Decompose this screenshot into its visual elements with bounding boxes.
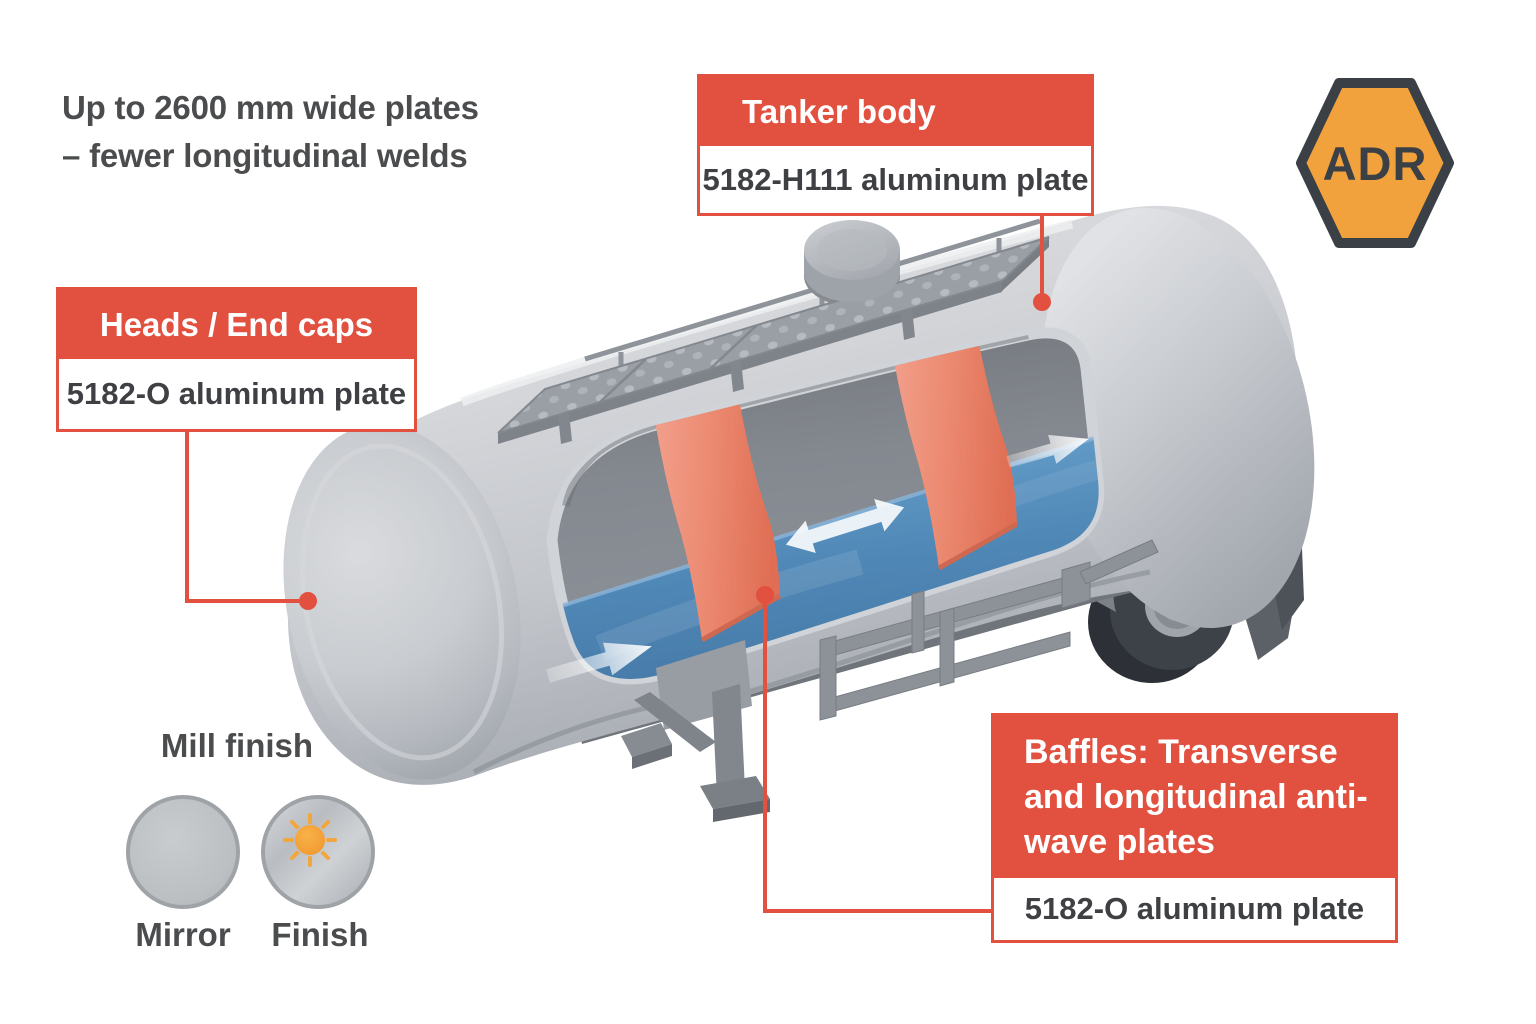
- callout-title: Baffles: Transverse and longitudinal ant…: [994, 716, 1395, 878]
- callout-dots: [299, 293, 1051, 610]
- front-head: [283, 424, 521, 780]
- callout-title: Tanker body: [700, 77, 1091, 146]
- adr-hexagon-icon: [1296, 78, 1454, 248]
- headline: Up to 2600 mm wide plates – fewer longit…: [62, 84, 479, 180]
- adr-badge: ADR: [1296, 78, 1454, 248]
- mill-finish-disc: [126, 795, 240, 909]
- flow-arrow-icon: [1006, 434, 1089, 468]
- rear-head: [1041, 207, 1315, 629]
- callout-material: 5182-O aluminum plate: [1024, 891, 1365, 926]
- headline-line1: Up to 2600 mm wide plates: [62, 89, 479, 126]
- side-guard-rail: [819, 539, 1159, 721]
- finish-legend-heading: Mill finish: [160, 727, 314, 764]
- callout-material: 5182-H111 aluminum plate: [702, 161, 1089, 197]
- catwalk: [497, 218, 1050, 444]
- landing-gear: [621, 640, 770, 822]
- connector-line-heads: [185, 431, 300, 603]
- callout-dot-tanker-body: [1033, 293, 1051, 311]
- callout-dot-baffles: [756, 586, 774, 604]
- headline-line2: – fewer longitudinal welds: [62, 137, 468, 174]
- tank-top-highlight: [460, 219, 1074, 407]
- callout-title: Heads / End caps: [59, 290, 414, 359]
- connector-line-baffles: [763, 596, 991, 913]
- sun-icon: [283, 813, 337, 867]
- callout-tanker-body: Tanker body 5182-H111 aluminum plate: [697, 74, 1094, 216]
- callout-heads-end-caps: Heads / End caps 5182-O aluminum plate: [56, 287, 417, 432]
- finish-legend-label-finish: Finish: [271, 916, 369, 953]
- finish-legend-label-mirror: Mirror: [135, 916, 231, 953]
- finish-legend-discs: [126, 795, 375, 909]
- flow-arrow-double-icon: [785, 498, 905, 554]
- baffle-front: [652, 377, 780, 640]
- callout-baffles: Baffles: Transverse and longitudinal ant…: [991, 713, 1398, 943]
- adr-label: ADR: [1323, 137, 1428, 190]
- flow-arrow-icon: [546, 642, 652, 683]
- callout-material: 5182-O aluminum plate: [66, 376, 407, 411]
- callout-dot-heads: [299, 592, 317, 610]
- manhole-cover: [804, 220, 900, 302]
- cutaway: [546, 327, 1105, 685]
- baffle-rear: [889, 332, 1017, 568]
- callout-connectors: [185, 216, 1044, 913]
